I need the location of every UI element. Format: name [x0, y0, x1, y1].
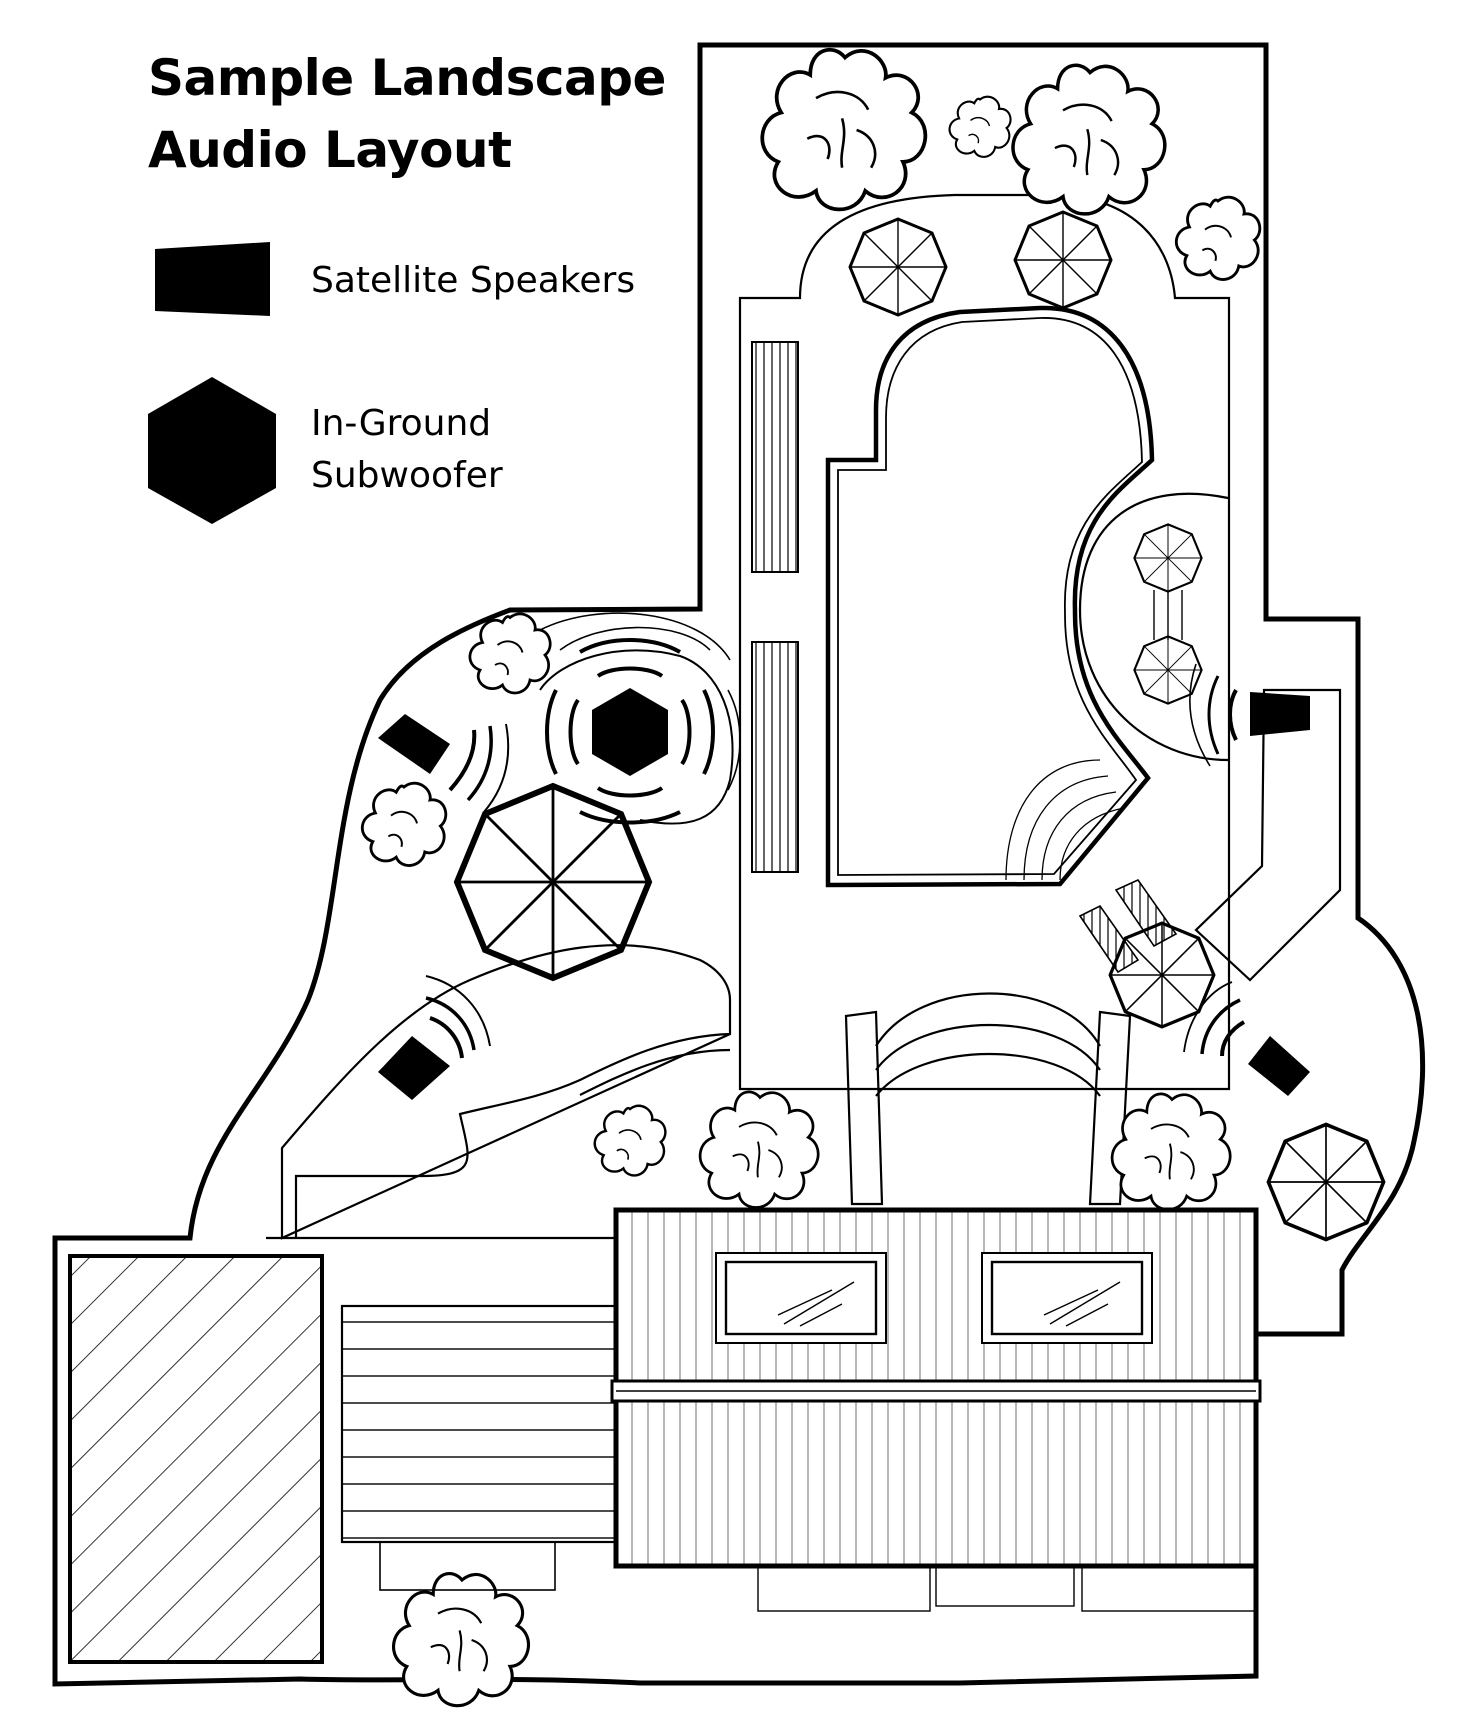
driveway — [68, 1254, 324, 1664]
tree-bottom-2 — [698, 1090, 820, 1209]
umbrella-top-right — [1013, 210, 1113, 310]
umbrella-spa-1 — [1133, 523, 1203, 593]
satellite-speaker-right-lower — [1183, 981, 1310, 1096]
in-ground-subwoofer — [592, 688, 668, 776]
shrub-top-right — [1174, 195, 1262, 281]
tree-front-yard — [391, 1572, 531, 1708]
side-deck — [340, 1304, 618, 1544]
subwoofer-legend-icon — [148, 377, 276, 524]
shrub-bottom-1 — [593, 1104, 667, 1177]
tree-bottom-3 — [1110, 1092, 1232, 1211]
skylight-left — [715, 1252, 887, 1344]
satellite-speaker-left-upper — [378, 714, 510, 813]
title-line-2: Audio Layout — [148, 121, 512, 179]
tree-top-left — [760, 47, 928, 212]
umbrella-large — [457, 786, 649, 978]
shrub-top-center — [948, 95, 1012, 158]
satellite-speaker-legend-icon — [155, 242, 270, 316]
front-walkway — [757, 1565, 1257, 1612]
legend-satellite-label: Satellite Speakers — [311, 260, 636, 301]
satellite-speaker-left-lower — [378, 975, 491, 1100]
property-boundary — [52, 42, 1426, 1687]
pool — [825, 305, 1155, 888]
bench-top — [751, 341, 799, 573]
tree-top-right — [1011, 63, 1167, 216]
legend-subwoofer-line-2: Subwoofer — [311, 455, 503, 496]
left-garden-bed — [280, 944, 732, 1240]
arbor-walkway — [844, 992, 1132, 1206]
umbrella-far-right — [1266, 1122, 1386, 1242]
side-path — [1194, 688, 1342, 982]
shrub-left-top — [468, 612, 552, 695]
bench-bottom — [751, 641, 799, 873]
legend-subwoofer-line-1: In-Ground — [311, 403, 492, 444]
lounge-chairs — [1078, 878, 1178, 974]
umbrella-spa-2 — [1133, 635, 1203, 705]
skylight-right — [981, 1252, 1153, 1344]
umbrella-top-left — [848, 217, 948, 317]
spa-terrace — [1078, 492, 1229, 762]
subwoofer-sound-waves — [545, 638, 715, 825]
shrub-left-mid — [360, 781, 448, 867]
front-step — [379, 1541, 556, 1591]
page-title: Sample Landscape Audio Layout — [148, 42, 666, 186]
title-line-1: Sample Landscape — [148, 49, 666, 107]
satellite-speaker-right-upper — [1189, 663, 1310, 767]
legend-subwoofer-label: In-Ground Subwoofer — [311, 398, 503, 502]
